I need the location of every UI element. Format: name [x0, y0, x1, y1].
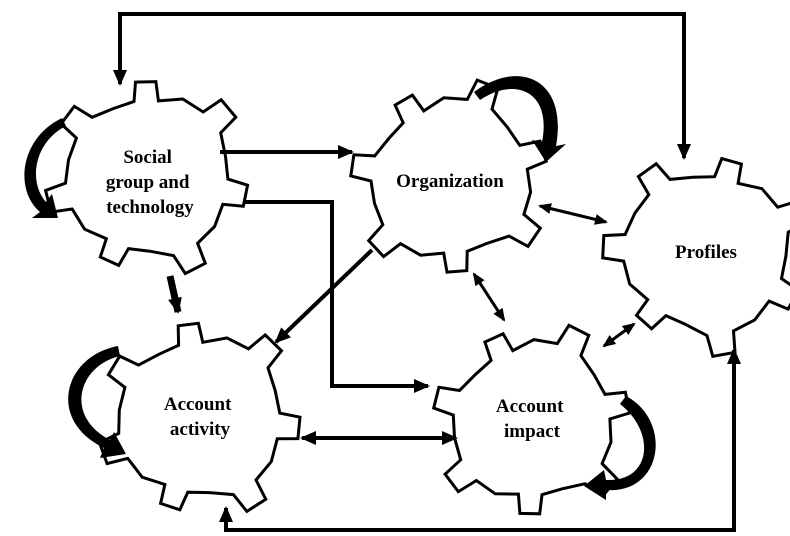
label-account-activity: Account activity: [164, 394, 236, 440]
label-social-line-3: technology: [106, 197, 194, 218]
label-account-impact: Account impact: [496, 396, 568, 442]
arrow-account-impact-profiles: [602, 322, 636, 348]
arrow-organization-account-impact: [472, 272, 506, 322]
self-loop-account-activity-arrow: [68, 346, 126, 458]
arrow-bottom-loop-profiles-to-activity: [219, 348, 741, 532]
arrow-organization-to-account-activity: [274, 248, 374, 344]
arrow-social-to-account-activity: [166, 275, 182, 314]
label-social-line-2: group and: [106, 172, 190, 193]
gear-profiles: [601, 156, 790, 359]
label-profiles-line-1: Profiles: [675, 242, 737, 263]
label-social-line-1: Social: [123, 147, 172, 168]
label-account-impact-line-1: Account: [496, 396, 564, 417]
self-loop-social-arrow: [24, 118, 66, 218]
label-profiles: Profiles: [675, 242, 737, 263]
label-account-activity-line-1: Account: [164, 394, 232, 415]
arrow-top-loop-profiles-to-social: [113, 12, 691, 160]
arrow-organization-profiles: [538, 203, 608, 225]
label-account-activity-line-2: activity: [170, 419, 231, 440]
gear-account-activity: [97, 321, 302, 514]
label-account-impact-line-2: impact: [504, 421, 561, 442]
connectors: [113, 12, 741, 532]
label-social-group-technology: Social group and technology: [106, 147, 194, 218]
label-organization: Organization: [396, 171, 504, 192]
labels: Social group and technology Organization…: [106, 147, 737, 442]
gears-layer: [43, 78, 790, 516]
label-organization-line-1: Organization: [396, 171, 504, 192]
